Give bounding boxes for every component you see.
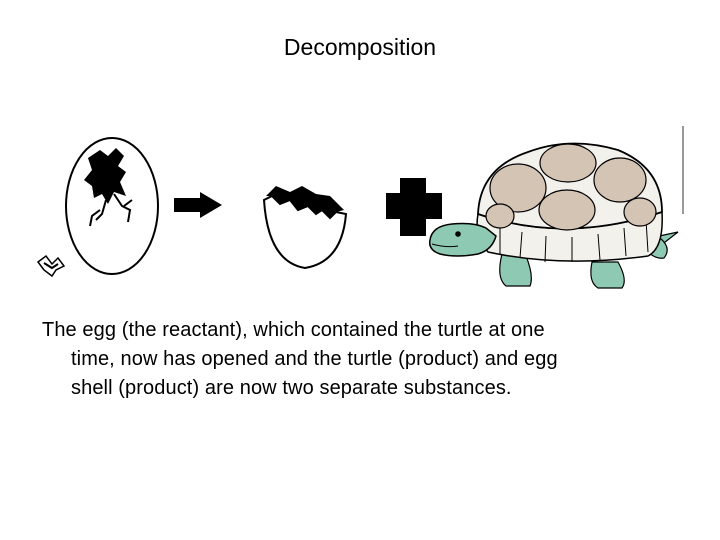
caption-text: The egg (the reactant), which contained … [42, 316, 682, 403]
egg-shell-icon [262, 186, 348, 270]
slide-title: Decomposition [283, 34, 437, 60]
caption-line: shell (product) are now two separate sub… [71, 377, 512, 399]
caption-line: The egg (the reactant), which contained … [42, 319, 545, 341]
cracked-egg-icon [65, 137, 159, 275]
shell-fragment-small-icon [36, 254, 66, 278]
plus-icon [386, 178, 442, 236]
turtle-icon [428, 142, 679, 289]
caption-line: time, now has opened and the turtle (pro… [71, 348, 558, 370]
arrow-right-icon [174, 192, 222, 218]
decomposition-illustration [36, 126, 684, 289]
